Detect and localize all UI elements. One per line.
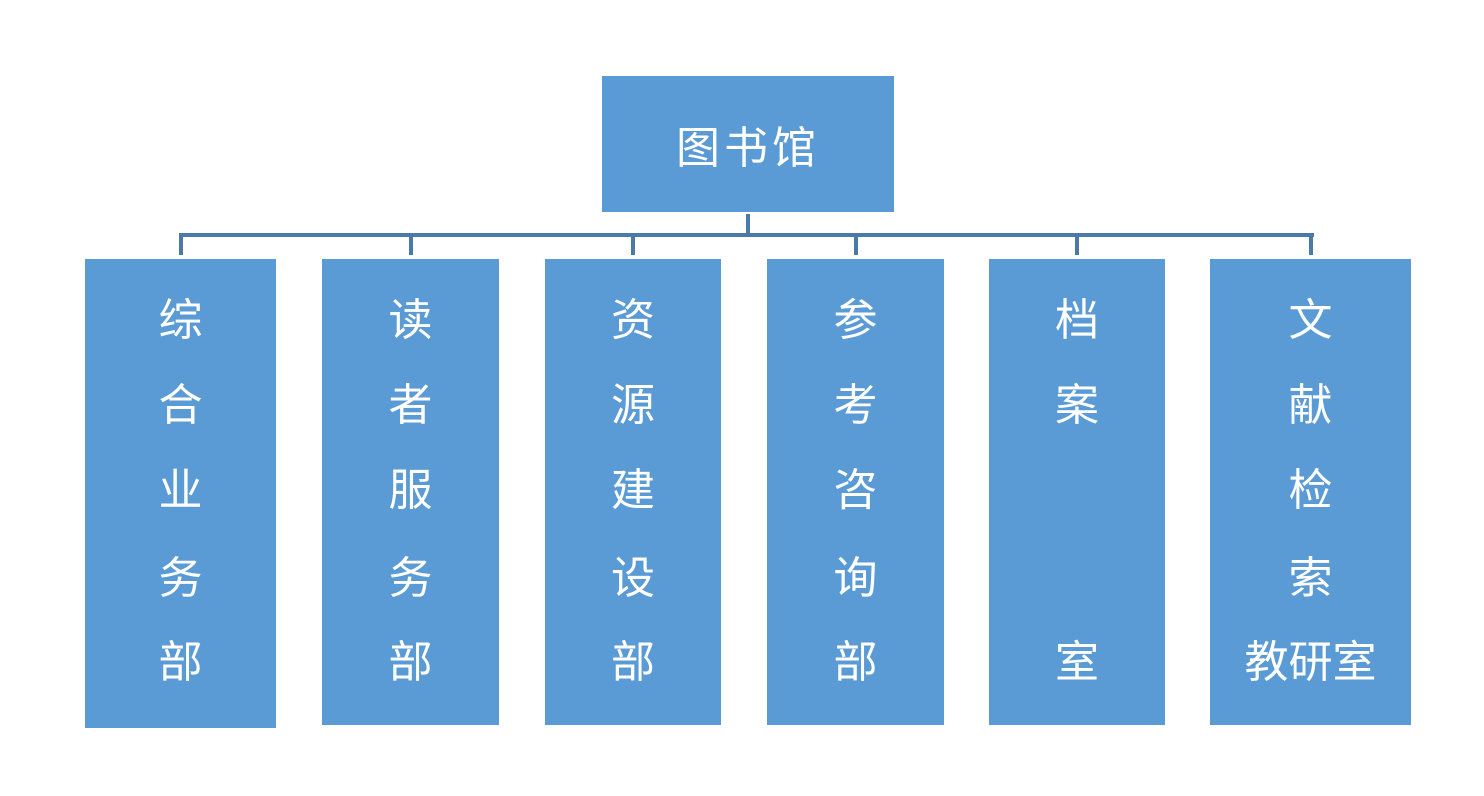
node-label-char: 资 <box>611 295 655 346</box>
node-label-char: 咨 <box>833 465 878 516</box>
connector-root <box>746 214 750 236</box>
node-reader-services: 读者服务部 <box>322 259 499 725</box>
node-label-char: 务 <box>388 553 433 604</box>
connector-child <box>408 236 413 255</box>
node-label-char: 询 <box>833 553 878 604</box>
node-label-char: 档 <box>1055 295 1099 346</box>
node-label-char: 源 <box>611 380 655 431</box>
node-label-char: 索 <box>1288 553 1333 604</box>
node-label-char: 案 <box>1055 380 1099 431</box>
node-label-char: 设 <box>611 553 655 604</box>
node-resource-development: 资源建设部 <box>545 259 721 725</box>
node-label-char: 考 <box>833 380 878 431</box>
node-label-char: 参 <box>833 295 878 346</box>
connector-child <box>853 236 858 255</box>
connector-child <box>178 236 183 255</box>
node-label-char: 者 <box>388 380 433 431</box>
node-label-char: 检 <box>1288 465 1333 516</box>
node-literature-retrieval: 文献检索教研室 <box>1210 259 1411 725</box>
node-label-char: 合 <box>158 380 203 431</box>
node-label-char: 综 <box>158 295 203 346</box>
node-general-affairs: 综合业务部 <box>85 259 276 728</box>
node-label-char: 文 <box>1288 295 1333 346</box>
node-reference-consulting: 参考咨询部 <box>767 259 944 725</box>
connector-horizontal <box>179 233 1314 237</box>
node-label-char: 服 <box>388 465 433 516</box>
node-label-char: 室 <box>1055 637 1099 688</box>
node-label-char: 教研室 <box>1244 637 1377 688</box>
node-label-char: 业 <box>158 465 203 516</box>
node-label-char: 部 <box>833 637 878 688</box>
node-label-char: 建 <box>611 465 655 516</box>
node-label-char: 部 <box>611 637 655 688</box>
node-label-char: 部 <box>158 637 203 688</box>
connector-child <box>631 236 635 255</box>
node-label: 图书馆 <box>676 123 820 174</box>
node-label-char: 读 <box>388 295 433 346</box>
node-label-char: 献 <box>1288 380 1333 431</box>
connector-child <box>1308 236 1313 255</box>
node-library: 图书馆 <box>602 76 894 212</box>
connector-child <box>1075 236 1079 255</box>
node-archives: 档案室 <box>989 259 1165 725</box>
node-label-char: 务 <box>158 553 203 604</box>
node-label-char: 部 <box>388 637 433 688</box>
